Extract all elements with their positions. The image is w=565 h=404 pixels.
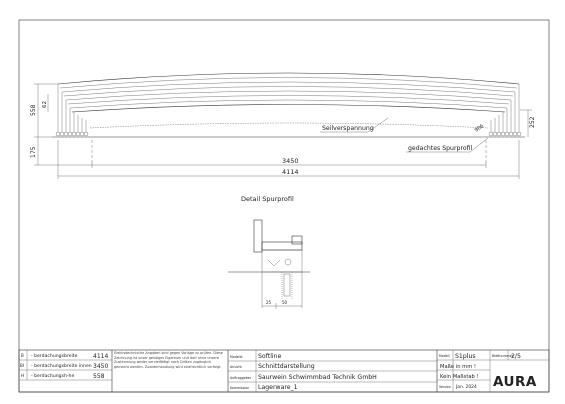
detail-track-profile: 25 50 [228,219,310,309]
field-value-client: Saurwein Schwimmbad Technik GmbH [258,374,377,381]
dim-906-label: 906 [474,123,485,133]
aura-logo: AURA [493,374,537,390]
row-code-bi: BI [20,363,24,368]
dim-3450-label: 3450 [282,157,299,165]
track-label: gedachtes Spurprofil [408,145,473,152]
dim-62-label: 62 [42,101,48,108]
row-value-h: 558 [93,373,105,380]
version-value: Jan. 2024 [455,384,477,390]
dim-252-label: 252 [529,116,536,128]
detail-title: Detail Spurprofil [241,195,294,203]
dim-height-175: 175 [30,137,92,166]
title-fields: Modelle Softline Ansicht Schnittdarstell… [230,353,377,391]
title-block [18,349,550,393]
dim-height-558: 558 [30,83,58,138]
field-value-model: Softline [258,353,282,360]
row-desc-h: - berdachungsh-he [31,373,74,379]
field-value-commission: Lagerware_1 [258,384,298,391]
model-label: Modell [439,354,450,358]
dim-right-252: 252 [520,109,536,137]
dimension-rows: B - berdachungsbreite 4114 BI - berdachu… [20,353,108,380]
dim-width-4114: 4114 [57,140,520,179]
detail-dim-b: 50 [282,300,288,305]
field-value-view: Schnittdarstellung [258,363,315,370]
sheet-border [18,19,550,393]
cable-label: Seilverspannung [322,125,374,132]
model-value: S1plus [455,353,476,360]
row-desc-bi: - berdachungsbreite innen [31,363,92,369]
row-value-bi: 3450 [93,363,108,370]
logo-text: AURA [493,374,537,390]
dim-175-label: 175 [30,146,37,158]
row-desc-b: - berdachungsbreite [31,353,78,359]
field-label-client: Auftraggeber [230,376,252,380]
dim-height-62: 62 [42,94,49,112]
enclosure-section [52,72,525,165]
version-label: Version [439,385,451,389]
dim-4114-label: 4114 [282,168,299,176]
field-label-view: Ansicht [230,365,243,369]
title-right: Modell S1plus Blattnummer 2/5 Maße in mm… [439,353,521,390]
drawing-notes: Elektrotechnische Angaben sind gegen Vor… [114,351,223,369]
row-code-h: H [21,373,24,378]
scale-note: Kein Maßstab ! [440,374,479,380]
field-label-commission: Kommission [230,386,249,390]
field-label-model: Modelle [230,355,242,359]
unit-note: Maße in mm ! [440,364,476,370]
sheet-label: Blattnummer [492,354,514,358]
sheet-number: 2/5 [511,353,521,360]
dim-width-3450: 3450 [91,157,487,168]
row-value-b: 4114 [93,353,108,360]
row-code-b: B [21,353,24,358]
dim-558-label: 558 [30,104,37,116]
detail-dim-a: 25 [266,300,272,305]
